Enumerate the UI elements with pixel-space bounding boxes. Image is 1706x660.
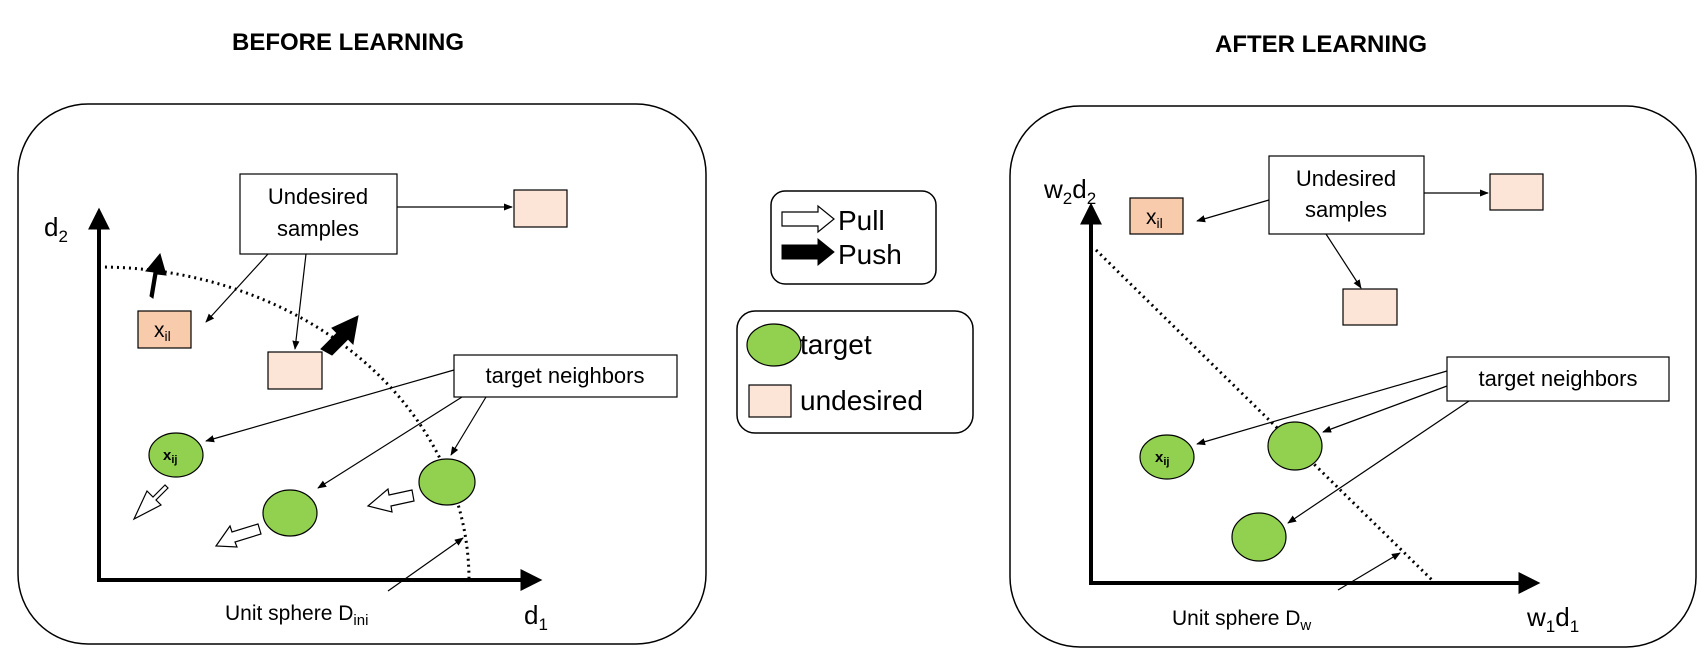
after-neighbors-arrow [1287, 400, 1470, 524]
before-undesired-arrow [205, 253, 269, 323]
after-xij-label: xij [1155, 449, 1169, 468]
before-pull-arrow [214, 523, 262, 548]
after-undesired-sample [1489, 173, 1544, 211]
after-panel [1009, 105, 1697, 648]
legend-push-label: Push [838, 239, 902, 270]
legend-undesired-label: undesired [800, 385, 923, 416]
before-xij-label: xij [163, 447, 177, 466]
before-undesired-label-2: samples [277, 216, 359, 241]
after-undesired-arrow [1325, 233, 1362, 289]
legend-target-circle [746, 323, 802, 367]
after-undesired-xil [1129, 197, 1184, 235]
before-push-arrow [145, 252, 167, 299]
before-undesired-box [239, 173, 398, 255]
before-neighbors-arrow [317, 396, 463, 489]
after-undesired-box [1268, 155, 1425, 235]
after-undesired-arrow [1196, 199, 1270, 223]
legend-push-arrow [781, 237, 835, 267]
after-neighbors-label: target neighbors [1479, 366, 1638, 391]
after-sphere-label: Unit sphere Dw [1172, 607, 1311, 634]
before-push-arrow [320, 315, 359, 356]
after-y-axis-label: w2d2 [1043, 174, 1096, 208]
legend-undesired-square [748, 384, 792, 418]
before-target-xij [148, 432, 204, 478]
before-target-neighbor [262, 489, 318, 537]
before-undesired-xil [137, 310, 192, 349]
before-undesired-arrow [292, 253, 307, 350]
before-neighbors-arrow [450, 396, 487, 456]
after-x-axis-label: w1d1 [1526, 602, 1579, 636]
before-undesired-label-1: Undesired [268, 184, 368, 209]
after-neighbors-arrow [1322, 385, 1448, 433]
before-undesired-sample [267, 351, 323, 390]
legend-pull-arrow [781, 204, 835, 234]
legend-target-label: target [800, 329, 872, 360]
after-neighbors-arrow [1196, 370, 1448, 446]
before-neighbors-arrow [205, 369, 455, 443]
before-target-neighbor [418, 458, 476, 506]
after-neighbors-box [1446, 356, 1670, 402]
after-xil-label: xil [1146, 206, 1163, 231]
after-unit-sphere [1094, 248, 1434, 582]
after-sphere-arrow [1337, 552, 1401, 591]
after-undesired-sample [1342, 288, 1398, 326]
before-unit-sphere [98, 265, 471, 581]
before-xil-label: xil [154, 319, 171, 344]
after-undesired-label-2: samples [1305, 197, 1387, 222]
after-title: AFTER LEARNING [1215, 31, 1427, 58]
legend-pull-label: Pull [838, 205, 885, 236]
after-target-xij [1139, 434, 1195, 480]
after-target-neighbor [1267, 421, 1323, 471]
before-neighbors-label: target neighbors [486, 363, 645, 388]
before-neighbors-box [453, 354, 678, 398]
before-x-axis-label: d1 [524, 600, 548, 634]
after-target-neighbor [1231, 512, 1287, 562]
before-pull-arrow [366, 487, 415, 513]
before-sphere-label: Unit sphere Dini [225, 602, 368, 629]
before-pull-arrow [132, 484, 169, 521]
before-sphere-arrow [387, 537, 464, 592]
before-title: BEFORE LEARNING [232, 29, 464, 56]
before-undesired-sample [513, 189, 568, 228]
before-panel [17, 103, 707, 645]
before-y-axis-label: d2 [44, 212, 68, 246]
after-undesired-label-1: Undesired [1296, 166, 1396, 191]
